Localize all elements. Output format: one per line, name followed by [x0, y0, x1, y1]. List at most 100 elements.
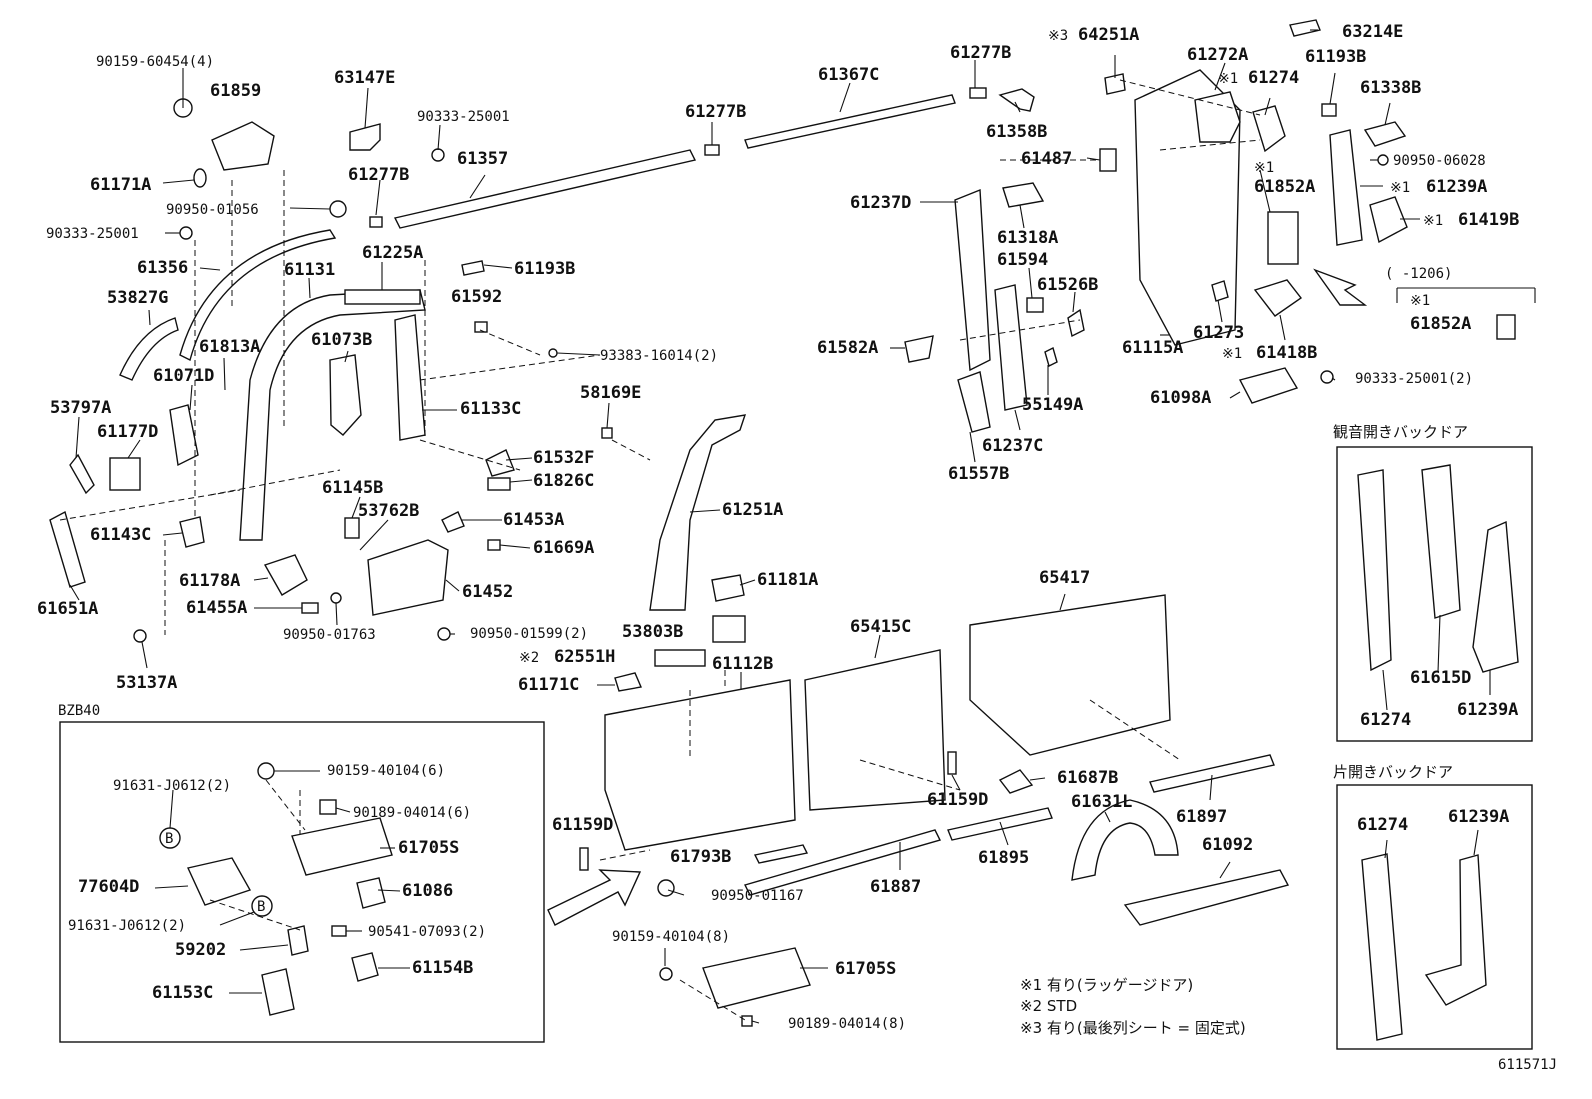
label-90333-25001-c: 90333-25001(2)	[1355, 371, 1473, 387]
label-55149A: 55149A	[1022, 395, 1083, 415]
center-pillar-61251A	[649, 414, 747, 611]
label-b-61705S: 61705S	[398, 838, 459, 858]
bracket-61073B	[329, 354, 362, 436]
bzb40-parts	[154, 762, 410, 1016]
clip-61277B-c	[969, 87, 987, 99]
clip-61159D-a	[579, 847, 589, 871]
label-61131: 61131	[284, 260, 335, 280]
label-61193B-r: 61193B	[1305, 47, 1366, 67]
plug-90333-25001	[1320, 370, 1334, 384]
kannon-box	[1336, 446, 1533, 742]
right-arrow	[1313, 268, 1368, 306]
label-b-90159-40104: 90159-40104(6)	[327, 763, 445, 779]
label-61895: 61895	[978, 848, 1029, 868]
label-61225A: 61225A	[362, 243, 423, 263]
bracket-61177D	[109, 457, 141, 491]
label-61177D: 61177D	[97, 422, 158, 442]
scuff-plate-61887	[743, 829, 942, 896]
label-b-59202: 59202	[175, 940, 226, 960]
plate-61852A-b	[1496, 314, 1516, 340]
label-61631L: 61631L	[1071, 792, 1132, 812]
wheelhouse-61631L	[1071, 799, 1179, 881]
seal-53797A	[69, 453, 95, 495]
label-61419B: 61419B	[1458, 210, 1519, 230]
label-h-61239A: 61239A	[1448, 807, 1509, 827]
mark-61852A-b: ※1	[1410, 293, 1430, 309]
mark-64251A: ※3	[1048, 28, 1068, 44]
clip-61193B-r	[1321, 103, 1337, 117]
label-61897: 61897	[1176, 807, 1227, 827]
label-53762B: 53762B	[358, 501, 419, 521]
mark-b-2: B	[257, 899, 265, 915]
label-61669A: 61669A	[533, 538, 594, 558]
mark-61852A: ※1	[1254, 160, 1274, 176]
label-61358B: 61358B	[986, 122, 1047, 142]
bracket-61532F	[485, 449, 515, 477]
cap-53803B	[712, 615, 746, 643]
diagram-code: 611571J	[1498, 1057, 1557, 1073]
mark-61419B: ※1	[1423, 213, 1443, 229]
label-61237D: 61237D	[850, 193, 911, 213]
leader-lines	[69, 29, 1536, 1024]
label-b-91631-J0612-a: 91631-J0612(2)	[113, 778, 231, 794]
label-61092: 61092	[1202, 835, 1253, 855]
label-61887: 61887	[870, 877, 921, 897]
trim-panel-61112B	[604, 679, 796, 851]
bracket-61318A	[1002, 182, 1045, 208]
label-61171A: 61171A	[90, 175, 151, 195]
gusset-61582A	[904, 335, 934, 363]
bracket-63147E	[349, 123, 381, 151]
label-61073B: 61073B	[311, 330, 372, 350]
bracket-61143C	[179, 516, 205, 548]
label-61594: 61594	[997, 250, 1048, 270]
label-61178A: 61178A	[179, 571, 240, 591]
label-53137A: 53137A	[116, 673, 177, 693]
mark-61239A: ※1	[1390, 180, 1410, 196]
label-61453A: 61453A	[503, 510, 564, 530]
label-61277B-a: 61277B	[348, 165, 409, 185]
clip-61592	[474, 321, 488, 333]
label-61143C: 61143C	[90, 525, 151, 545]
label-61826C: 61826C	[533, 471, 594, 491]
label-61367C: 61367C	[818, 65, 879, 85]
clip-64251A	[1104, 73, 1126, 95]
bracket-61418B	[1253, 279, 1303, 317]
label-bzb40: BZB40	[58, 703, 100, 719]
plug-90950-01167	[657, 879, 675, 897]
pillar-61239A	[1329, 129, 1363, 246]
label-b-77604D: 77604D	[78, 877, 139, 897]
kannon-parts	[1357, 464, 1519, 711]
bracket-61687B	[998, 769, 1034, 794]
bracket-61358B	[998, 88, 1035, 112]
assist-grip-61859	[211, 121, 275, 171]
katabiraki-box	[1336, 784, 1533, 1050]
label-b-61154B: 61154B	[412, 958, 473, 978]
screw-93383-16014	[548, 348, 558, 358]
bracket-61594	[1026, 297, 1044, 313]
label-61274: 61274	[1248, 68, 1299, 88]
label-90333-25001: 90333-25001	[417, 109, 510, 125]
pillar-61133C	[394, 314, 426, 441]
label-90950-01763: 90950-01763	[283, 627, 376, 643]
label-63214E: 63214E	[1342, 22, 1403, 42]
bracket-61338B	[1363, 121, 1407, 147]
front-arrow	[547, 869, 642, 926]
roof-rail-61357	[393, 149, 697, 229]
label-61418B: 61418B	[1256, 343, 1317, 363]
garnish-53827G	[119, 317, 179, 381]
pad-61826C	[487, 477, 511, 491]
member-61651A	[49, 510, 86, 588]
label-61452: 61452	[462, 582, 513, 602]
mark-61274: ※1	[1218, 71, 1238, 87]
label-b-61086: 61086	[402, 881, 453, 901]
label-90950-01167: 90950-01167	[711, 888, 804, 904]
label-61318A: 61318A	[997, 228, 1058, 248]
label-90189-04014: 90189-04014(8)	[788, 1016, 906, 1032]
bracket-61071D	[169, 404, 199, 467]
label-61651A: 61651A	[37, 599, 98, 619]
label-61071D: 61071D	[153, 366, 214, 386]
label-b-90189-04014: 90189-04014(6)	[353, 805, 471, 821]
cap-53137A	[133, 629, 147, 643]
label-k-61239A: 61239A	[1457, 700, 1518, 720]
part-shapes	[49, 19, 1516, 1027]
